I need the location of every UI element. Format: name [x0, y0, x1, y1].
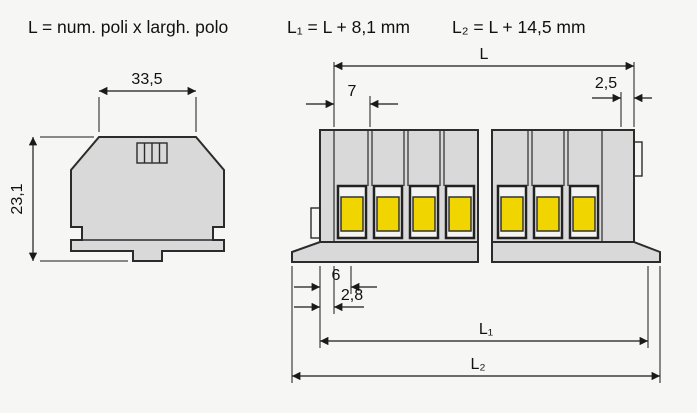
- side-view: L 7 2,5 6 2,8: [291, 46, 661, 383]
- terminal-yellow: [500, 196, 524, 232]
- dim-l2: L₂: [291, 266, 661, 383]
- terminal-yellow: [340, 196, 364, 232]
- dim-height-label: 23,1: [9, 183, 26, 214]
- dim-l1: L₁: [320, 266, 649, 348]
- terminal-yellow: [572, 196, 596, 232]
- dim-pitch-7: 7: [306, 83, 398, 127]
- terminal-yellow: [376, 196, 400, 232]
- dim-6-label: 6: [332, 267, 341, 284]
- formula-l2: L₂ = L + 14,5 mm: [452, 17, 586, 37]
- formula-l1: L₁ = L + 8,1 mm: [287, 17, 410, 37]
- dim-2-8: 2,8: [294, 266, 364, 314]
- formula-l: L = num. poli x largh. polo: [28, 17, 228, 37]
- dim-l-label: L: [480, 46, 489, 63]
- dim-7-label: 7: [348, 83, 357, 100]
- terminal-yellow: [536, 196, 560, 232]
- terminal-windows-right: [496, 184, 600, 240]
- foot-right: [491, 241, 661, 263]
- foot-left: [291, 241, 479, 263]
- pole-dividers-right: [527, 130, 603, 242]
- dim-width-33-5: 33,5: [98, 71, 197, 132]
- terminal-windows-left: [336, 184, 476, 240]
- pole-dividers-left: [333, 130, 445, 242]
- dim-width-label: 33,5: [131, 71, 162, 88]
- front-view-body: [70, 136, 225, 262]
- marking-field: [136, 142, 168, 164]
- dim-height-23-1: 23,1: [9, 136, 128, 262]
- terminal-yellow: [412, 196, 436, 232]
- dim-2-8-label: 2,8: [341, 287, 363, 304]
- front-view: 33,5 23,1: [9, 71, 225, 262]
- dim-l2-label: L₂: [470, 356, 485, 373]
- terminal-yellow: [448, 196, 472, 232]
- dim-total-l: L: [333, 46, 635, 127]
- dim-end-2-5: 2,5: [592, 75, 652, 127]
- dim-l1-label: L₁: [479, 321, 493, 338]
- dim-2-5-label: 2,5: [595, 75, 617, 92]
- left-end-tab: [310, 207, 321, 239]
- title-row: L = num. poli x largh. polo L₁ = L + 8,1…: [28, 17, 586, 37]
- right-end-clip: [633, 141, 643, 177]
